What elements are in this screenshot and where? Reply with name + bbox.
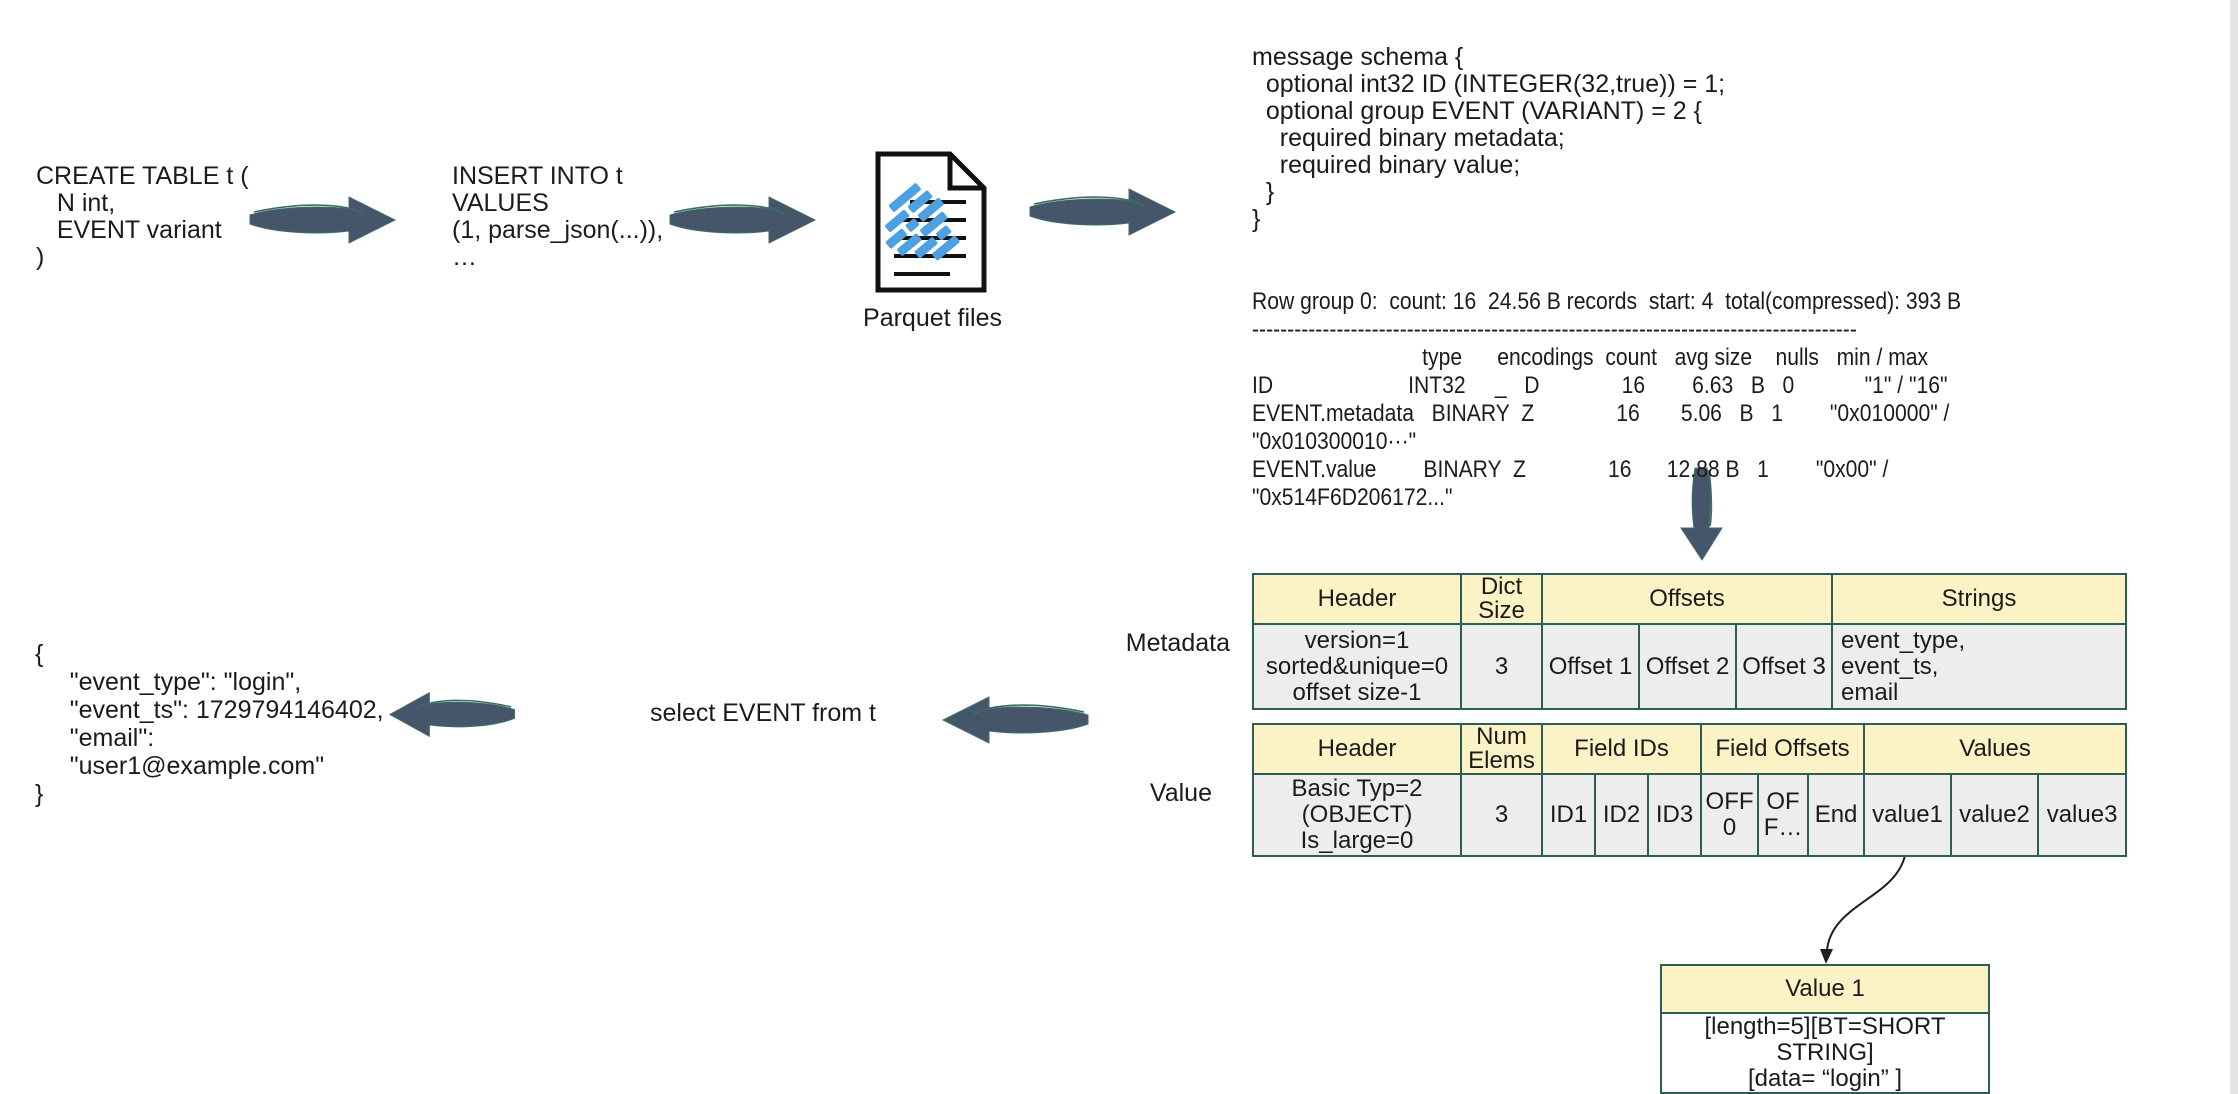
col-field-ids: Field IDs bbox=[1540, 723, 1703, 775]
value-header-row: Header Num Elems Field IDs Field Offsets… bbox=[1252, 723, 2128, 775]
metadata-binary-table: Header Dict Size Offsets Strings version… bbox=[1252, 573, 2128, 710]
value1-title: Value 1 bbox=[1660, 964, 1990, 1014]
sql-create-table-code: CREATE TABLE t ( N int, EVENT variant ) bbox=[36, 162, 249, 271]
value2-cell: value2 bbox=[1950, 773, 2040, 857]
value1-cell: value1 bbox=[1863, 773, 1953, 857]
parquet-schema-code: message schema { optional int32 ID (INTE… bbox=[1252, 43, 1726, 233]
end-cell: End bbox=[1807, 773, 1866, 857]
id1-cell: ID1 bbox=[1541, 773, 1596, 857]
offset2-cell: Offset 2 bbox=[1638, 623, 1737, 710]
curved-connector-arrow bbox=[1820, 849, 1907, 964]
metadata-data-row: version=1 sorted&unique=0 offset size-1 … bbox=[1252, 623, 2128, 710]
arrow-right-icon bbox=[249, 196, 397, 244]
metadata-header-row: Header Dict Size Offsets Strings bbox=[1252, 573, 2128, 625]
header-cell: Basic Typ=2 (OBJECT) Is_large=0 bbox=[1252, 773, 1462, 857]
id3-cell: ID3 bbox=[1646, 773, 1703, 857]
col-offsets: Offsets bbox=[1540, 573, 1834, 625]
parquet-logo-stripes bbox=[885, 183, 960, 261]
value1-detail-table: Value 1 [length=5][BT=SHORT STRING] [dat… bbox=[1660, 964, 1990, 1094]
parquet-files-label: Parquet files bbox=[863, 304, 1002, 332]
row-group-stats: Row group 0: count: 16 24.56 B records s… bbox=[1252, 288, 1962, 511]
value-binary-table: Header Num Elems Field IDs Field Offsets… bbox=[1252, 723, 2128, 857]
json-output-code: { "event_type": "login", "event_ts": 172… bbox=[35, 640, 384, 808]
col-values: Values bbox=[1863, 723, 2128, 775]
off-ellipsis-cell: OFF… bbox=[1757, 773, 1810, 857]
offset3-cell: Offset 3 bbox=[1734, 623, 1834, 710]
parquet-file-icon bbox=[875, 151, 987, 293]
arrow-left-icon bbox=[388, 691, 515, 738]
col-header: Header bbox=[1252, 723, 1462, 775]
strings-cell: event_type, event_ts, email bbox=[1831, 623, 2128, 710]
col-strings: Strings bbox=[1831, 573, 2128, 625]
id2-cell: ID2 bbox=[1594, 773, 1649, 857]
value3-cell: value3 bbox=[2037, 773, 2128, 857]
sql-insert-code: INSERT INTO t VALUES (1, parse_json(...)… bbox=[452, 162, 664, 271]
value1-body: [length=5][BT=SHORT STRING] [data= “logi… bbox=[1660, 1012, 1990, 1094]
metadata-label: Metadata bbox=[1125, 629, 1230, 657]
value-data-row: Basic Typ=2 (OBJECT) Is_large=0 3 ID1 ID… bbox=[1252, 773, 2128, 857]
header-cell: version=1 sorted&unique=0 offset size-1 bbox=[1252, 623, 1462, 710]
arrow-left-icon bbox=[941, 696, 1089, 744]
dict-size-cell: 3 bbox=[1460, 623, 1543, 710]
arrow-right-icon bbox=[1029, 188, 1177, 236]
value-label: Value bbox=[1149, 779, 1212, 807]
col-num-elems: Num Elems bbox=[1460, 723, 1543, 775]
col-header: Header bbox=[1252, 573, 1462, 625]
offset1-cell: Offset 1 bbox=[1541, 623, 1640, 710]
sql-select-text: select EVENT from t bbox=[650, 699, 876, 727]
col-dict-size: Dict Size bbox=[1460, 573, 1543, 625]
num-elems-cell: 3 bbox=[1460, 773, 1543, 857]
window-edge-strip bbox=[2230, 0, 2238, 1094]
col-field-offsets: Field Offsets bbox=[1700, 723, 1866, 775]
off0-cell: OFF0 bbox=[1700, 773, 1760, 857]
arrow-right-icon bbox=[669, 196, 817, 244]
